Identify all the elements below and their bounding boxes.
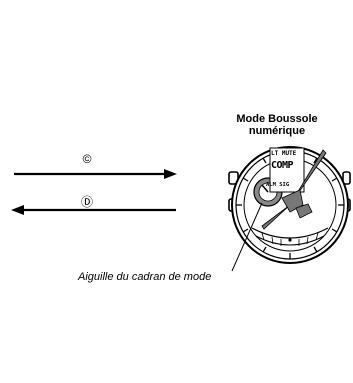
- mode-title-line2: numérique: [248, 125, 306, 137]
- mode-title-line1: Mode Boussole: [236, 113, 318, 125]
- button-c-label: ©: [82, 152, 92, 166]
- mode-hand-caption: Aiguille du cadran de mode: [78, 271, 212, 283]
- arrow-right-c: [14, 169, 177, 179]
- lcd-line1: LT MUTE: [271, 150, 297, 157]
- lower-scale-arc: [251, 227, 329, 239]
- bezel-ticks: [236, 151, 344, 259]
- caption-leader-line: [231, 202, 263, 272]
- lcd-window: [269, 147, 305, 193]
- lcd-line2: COMP: [271, 160, 294, 171]
- watch-illustration: [228, 146, 351, 264]
- lcd-line3: ALM SIG: [266, 182, 290, 188]
- arrow-left-d: [11, 205, 176, 215]
- hour-hand: [261, 204, 291, 230]
- button-d-label: Ⓓ: [80, 195, 93, 209]
